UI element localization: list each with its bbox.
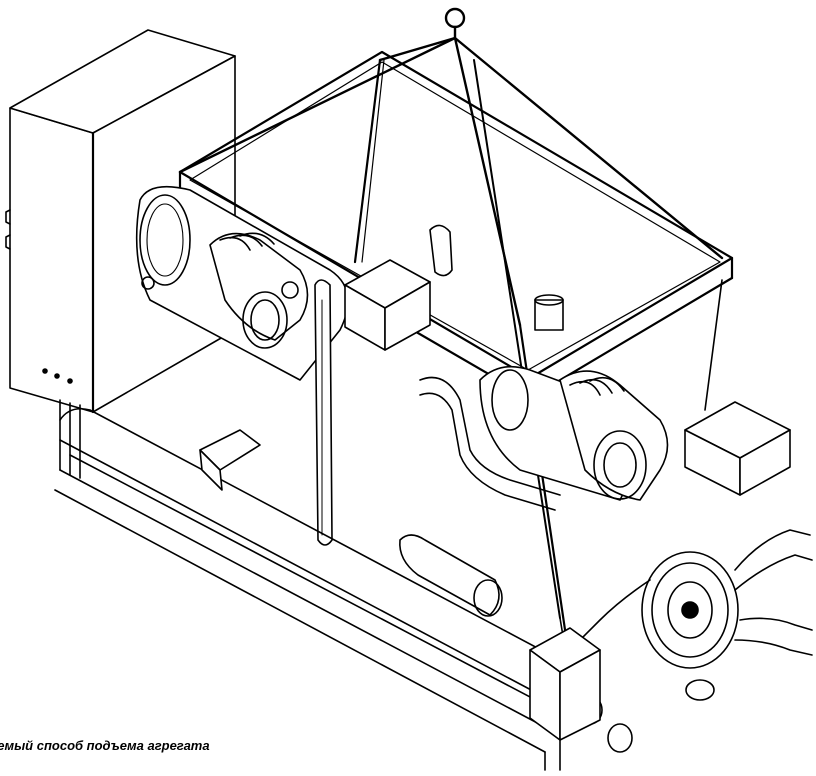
figure-caption: уемый способ подъема агрегата — [0, 736, 400, 758]
right-compressor — [480, 295, 668, 500]
front-supports — [200, 430, 600, 740]
lifting-rigging — [180, 9, 722, 690]
connecting-pipe — [420, 225, 560, 510]
vertical-pipe — [315, 280, 332, 545]
junction-boxes — [345, 260, 790, 495]
figure-caption-text: уемый способ подъема агрегата — [0, 738, 210, 753]
water-box — [578, 530, 812, 752]
base-frame — [55, 409, 570, 770]
